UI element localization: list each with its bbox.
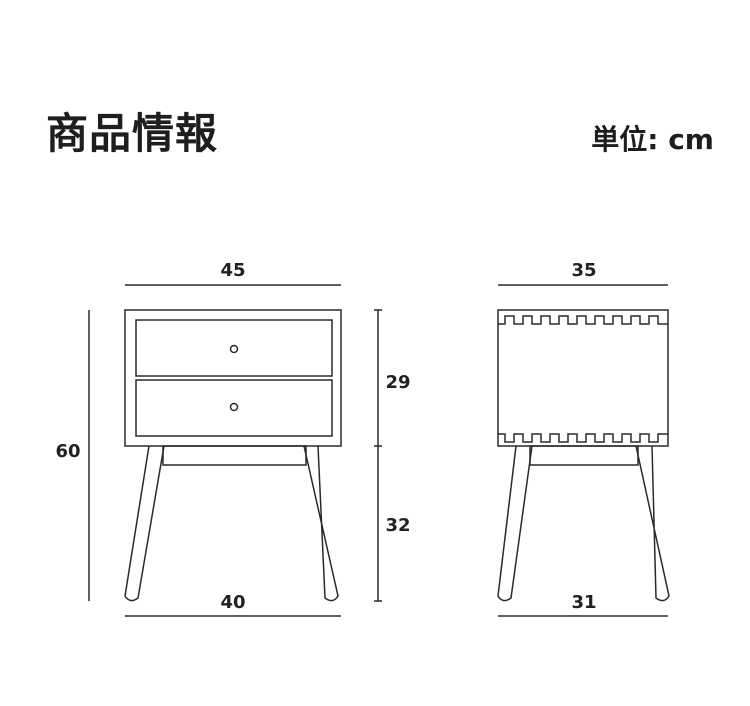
front-top-width-label: 45 — [220, 260, 245, 281]
front-apron — [162, 445, 307, 466]
front-right-leg — [303, 445, 339, 602]
leg-height-label: 32 — [385, 515, 410, 536]
unit-label: 単位: cm — [591, 123, 714, 156]
front-view-nightstand — [124, 309, 342, 602]
side-view-nightstand — [497, 309, 670, 602]
side-top-width-label: 35 — [571, 260, 596, 281]
front-bottom-width-label: 40 — [220, 592, 245, 613]
body-height-label: 29 — [385, 372, 410, 393]
top-dovetail-joint — [498, 315, 668, 325]
upper-drawer-knob — [229, 344, 239, 354]
side-apron — [529, 445, 639, 466]
side-left-leg — [497, 445, 533, 602]
upper-drawer — [135, 319, 333, 377]
side-right-leg — [635, 445, 670, 602]
lower-drawer-knob — [229, 402, 239, 412]
page-title: 商品情報 — [46, 109, 219, 158]
lower-drawer — [135, 379, 333, 437]
total-height-label: 60 — [55, 441, 80, 462]
side-bottom-width-label: 31 — [571, 592, 596, 613]
bottom-dovetail-joint — [498, 433, 668, 443]
front-left-leg — [124, 445, 165, 602]
